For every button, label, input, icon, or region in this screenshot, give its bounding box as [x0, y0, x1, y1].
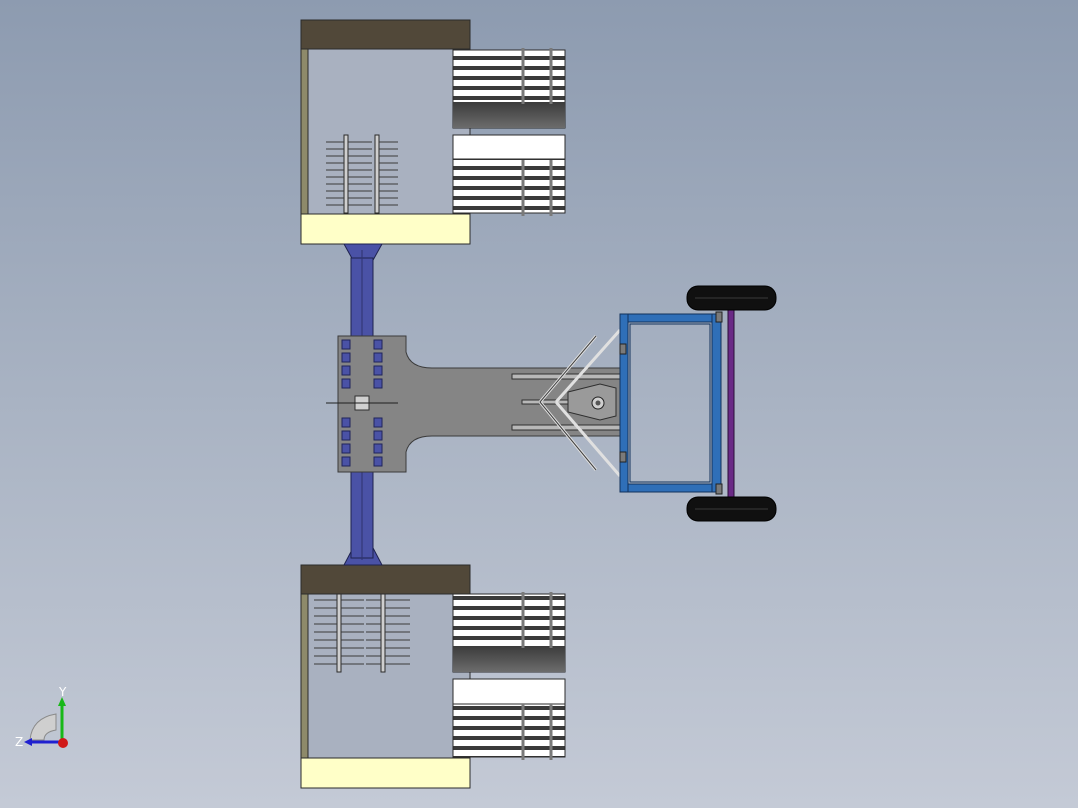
triad-z-label: Z: [15, 735, 23, 749]
bottom-box-lower-cap: [300, 757, 471, 789]
bottom-tine-rake: [314, 593, 410, 673]
triad-arc: [29, 713, 57, 741]
top-box-side-bar: [300, 47, 309, 217]
bottom-box-upper-cap: [300, 564, 471, 595]
triad-y-label: Y: [58, 685, 67, 699]
view-orientation-triad: Y Z: [15, 685, 68, 749]
top-slat-panel-upper: [452, 48, 566, 129]
bottom-module[interactable]: [300, 564, 566, 789]
top-box-upper-cap: [300, 19, 471, 50]
main-plate[interactable]: [326, 329, 622, 477]
axle: [727, 299, 735, 505]
bottom-box-side-bar: [300, 592, 309, 761]
triad-x-axis-dot: [58, 738, 68, 748]
plate-bolts: [341, 339, 383, 467]
bottom-slat-panel-lower: [452, 678, 566, 760]
top-slat-panel-lower: [452, 134, 566, 216]
cart-assembly[interactable]: [619, 285, 777, 522]
cart-frame: [619, 313, 723, 493]
bottom-slat-panel-upper: [452, 592, 566, 673]
top-box-frame: [300, 47, 471, 217]
top-tine-rake: [326, 134, 398, 214]
top-module[interactable]: [300, 19, 566, 245]
top-box-lower-cap: [300, 213, 471, 245]
